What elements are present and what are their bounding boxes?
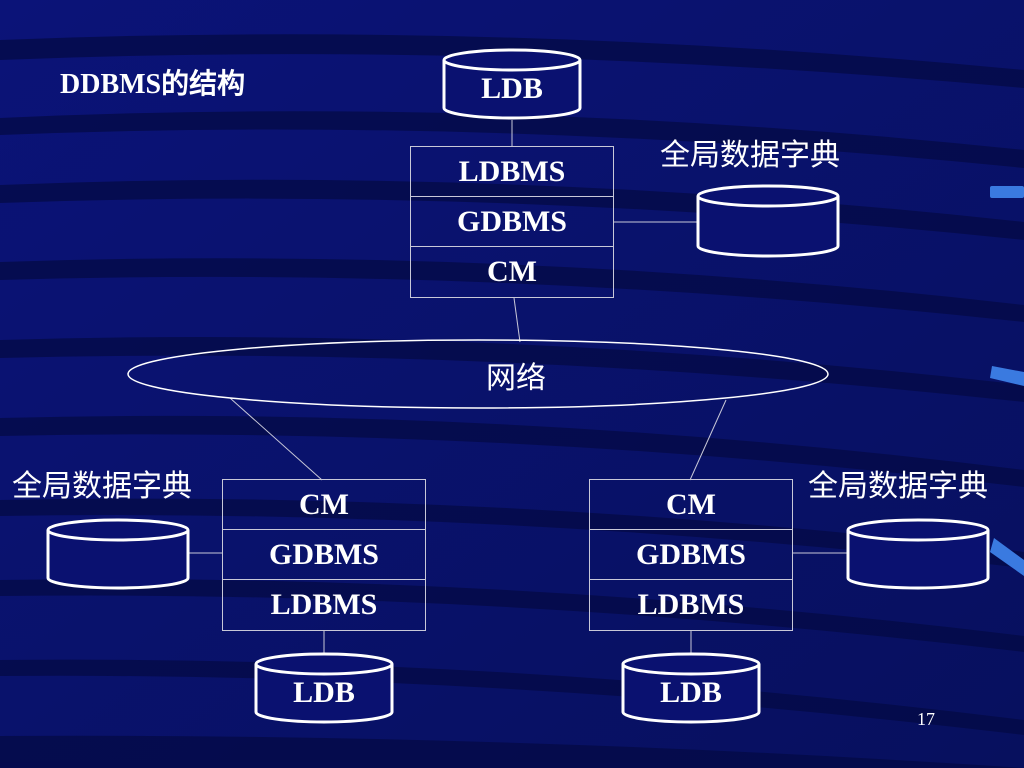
network-label: 网络	[486, 361, 546, 396]
right-ldb-label: LDB	[660, 676, 722, 709]
right-site-stack: CM GDBMS LDBMS	[589, 479, 793, 631]
left-ldb-label: LDB	[293, 676, 355, 709]
left-stack-layer-1: CM	[223, 480, 425, 530]
top-stack-layer-3: CM	[487, 255, 537, 288]
left-dictionary-cylinder	[46, 518, 190, 590]
left-stack-layer-3: LDBMS	[270, 588, 378, 621]
left-ldb-cylinder	[254, 652, 394, 724]
right-stack-layer-2: GDBMS	[590, 530, 792, 580]
left-dictionary-label: 全局数据字典	[12, 469, 192, 504]
right-stack-layer-1: CM	[590, 480, 792, 530]
top-ldb-cylinder	[442, 48, 582, 120]
right-dictionary-cylinder	[846, 518, 990, 590]
top-stack-layer-2: GDBMS	[411, 197, 613, 247]
top-dictionary-cylinder	[696, 184, 840, 258]
right-dictionary-label: 全局数据字典	[808, 469, 988, 504]
connector-network-right-stack	[689, 399, 727, 481]
network-ellipse	[127, 339, 829, 409]
right-ldb-cylinder	[621, 652, 761, 724]
right-stack-layer-3: LDBMS	[637, 588, 745, 621]
top-site-stack: LDBMS GDBMS CM	[410, 146, 614, 298]
connector-top-stack-network	[513, 297, 521, 343]
connector-network-left-stack	[229, 397, 323, 481]
left-site-stack: CM GDBMS LDBMS	[222, 479, 426, 631]
top-ldb-label: LDB	[481, 72, 543, 105]
top-stack-layer-1: LDBMS	[411, 147, 613, 197]
page-number: 17	[917, 709, 935, 729]
left-stack-layer-2: GDBMS	[223, 530, 425, 580]
slide-title: DDBMS的结构	[60, 69, 246, 100]
top-dictionary-label: 全局数据字典	[660, 138, 840, 173]
